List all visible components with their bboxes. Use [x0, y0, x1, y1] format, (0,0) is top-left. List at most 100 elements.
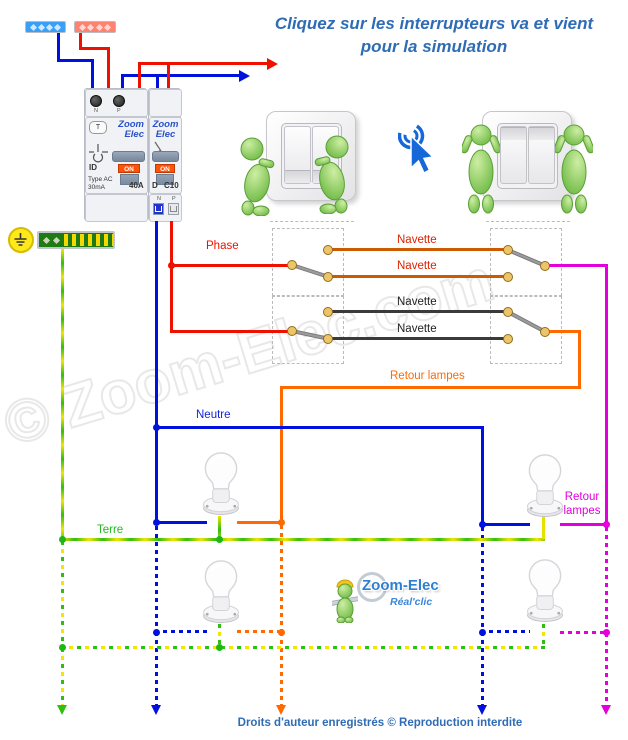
neutre-junction	[479, 521, 486, 528]
magenta-arrow-icon	[601, 705, 611, 715]
magnifier-icon	[357, 572, 387, 602]
terminal-dot	[104, 23, 112, 31]
switch-dashed-link	[486, 221, 570, 222]
differential-symbol-icon	[89, 144, 108, 163]
title-line2: pour la simulation	[360, 37, 508, 56]
figure-icon	[555, 123, 593, 215]
retour-magenta-wire-dotted	[605, 633, 608, 706]
retour-lampes-right-label: Retour lampes	[558, 490, 606, 518]
orange-junction	[278, 519, 285, 526]
retour-line1: Retour	[564, 491, 600, 503]
navette-label-1: Navette	[397, 234, 437, 246]
neutre-label: Neutre	[196, 409, 231, 421]
switch-terminal	[540, 261, 550, 271]
test-button[interactable]: T	[89, 121, 107, 134]
brand-line1: Zoom	[118, 119, 144, 130]
terre-wire-dotted	[218, 624, 221, 648]
neutre-wire-dotted	[481, 527, 484, 632]
type-label: Type AC	[88, 176, 113, 183]
phase-supply-wire	[107, 47, 110, 89]
breaker-top-section	[149, 89, 182, 117]
right-switch-rocker-2[interactable]	[528, 126, 555, 184]
c10-rocker-tab[interactable]	[156, 174, 174, 185]
switch-terminal	[287, 326, 297, 336]
magenta-junction	[603, 521, 610, 528]
differential-rocker-tab[interactable]	[120, 174, 139, 185]
phase-busbar-wire	[138, 62, 268, 65]
brand-line1: Zoom	[152, 119, 179, 130]
blue-arrow-icon	[151, 705, 161, 715]
right-switch-rocker-1[interactable]	[500, 126, 527, 184]
retour-orange-wire	[578, 330, 581, 389]
terre-junction	[59, 644, 66, 651]
neutre-busbar-wire	[121, 74, 240, 77]
terminal-dot	[46, 23, 54, 31]
retour-orange-wire	[237, 521, 283, 524]
input-terminal-p	[113, 95, 125, 107]
terre-label: Terre	[97, 524, 124, 536]
navette-wire-2	[330, 275, 510, 278]
terminal-n-label: N	[157, 196, 161, 202]
retour-lampes-label: Retour lampes	[390, 370, 465, 382]
phase-wire	[170, 330, 292, 333]
neutre-junction	[153, 519, 160, 526]
switch-terminal	[503, 334, 513, 344]
phase-wire	[170, 221, 173, 333]
logo-tagline: Réal'clic	[390, 596, 433, 608]
retour-magenta-wire	[560, 523, 608, 526]
terre-junction	[59, 536, 66, 543]
phase-terminal-block	[74, 21, 116, 33]
left-switch-schematic-box1	[272, 228, 344, 296]
figure-icon	[240, 134, 276, 216]
terminal-dot	[78, 23, 86, 31]
switch-terminal	[323, 307, 333, 317]
neutre-supply-wire	[57, 33, 60, 60]
switch-terminal	[323, 272, 333, 282]
retour-orange-wire	[280, 386, 581, 389]
terre-wire	[61, 249, 64, 540]
retour-magenta-wire-dotted	[560, 631, 606, 634]
navette-label-3: Navette	[397, 296, 437, 308]
terminal-dot	[54, 23, 62, 31]
differential-on-badge[interactable]: ON	[118, 164, 140, 173]
brand-label: Zoom Elec	[115, 120, 144, 140]
neutre-wire	[155, 221, 158, 524]
neutre-wire-dotted	[155, 632, 158, 706]
terminal-p-label: P	[117, 108, 121, 114]
wall-switch-left[interactable]	[266, 111, 356, 201]
terre-wire	[218, 516, 221, 539]
phase-wire	[170, 264, 292, 267]
retour-magenta-wire	[545, 264, 608, 267]
phase-busbar-wire	[167, 62, 170, 89]
terre-junction	[216, 536, 223, 543]
neutre-wire	[481, 523, 530, 526]
sensitivity-label: 30mA	[88, 184, 105, 191]
differential-rocker[interactable]	[112, 151, 145, 162]
neutre-supply-wire	[91, 59, 94, 89]
phase-supply-wire	[79, 33, 82, 48]
brand-line2: Elec	[155, 129, 176, 140]
left-switch-rocker-1[interactable]	[284, 126, 311, 184]
retour-orange-wire-dotted	[280, 632, 283, 706]
neutre-supply-wire	[57, 59, 94, 62]
phase-junction	[168, 262, 175, 269]
terminal-dot	[87, 23, 95, 31]
breaker-bottom-section	[85, 194, 148, 222]
neutre-arrow-icon	[239, 69, 250, 82]
figure-icon	[462, 123, 500, 215]
neutre-junction	[153, 629, 160, 636]
terminal-n-label: N	[94, 108, 98, 114]
retour-magenta-wire	[605, 264, 608, 526]
c10-on-badge[interactable]: ON	[155, 164, 175, 173]
zoom-elec-logo: Zoom-Elec Réal'clic	[332, 572, 467, 621]
neutre-wire	[155, 521, 207, 524]
orange-arrow-icon	[276, 705, 286, 715]
click-cursor-icon	[398, 123, 434, 175]
differential-breaker: N P T Zoom Elec ON ID Type AC 30mA 40A	[84, 88, 148, 222]
logo-brand: Zoom-Elec	[362, 577, 439, 594]
neutre-wire-dotted	[155, 630, 207, 633]
c10-rocker[interactable]	[152, 151, 179, 162]
switch-terminal	[503, 307, 513, 317]
terre-wire-dotted	[61, 648, 64, 706]
wall-switch-right[interactable]	[482, 111, 572, 201]
